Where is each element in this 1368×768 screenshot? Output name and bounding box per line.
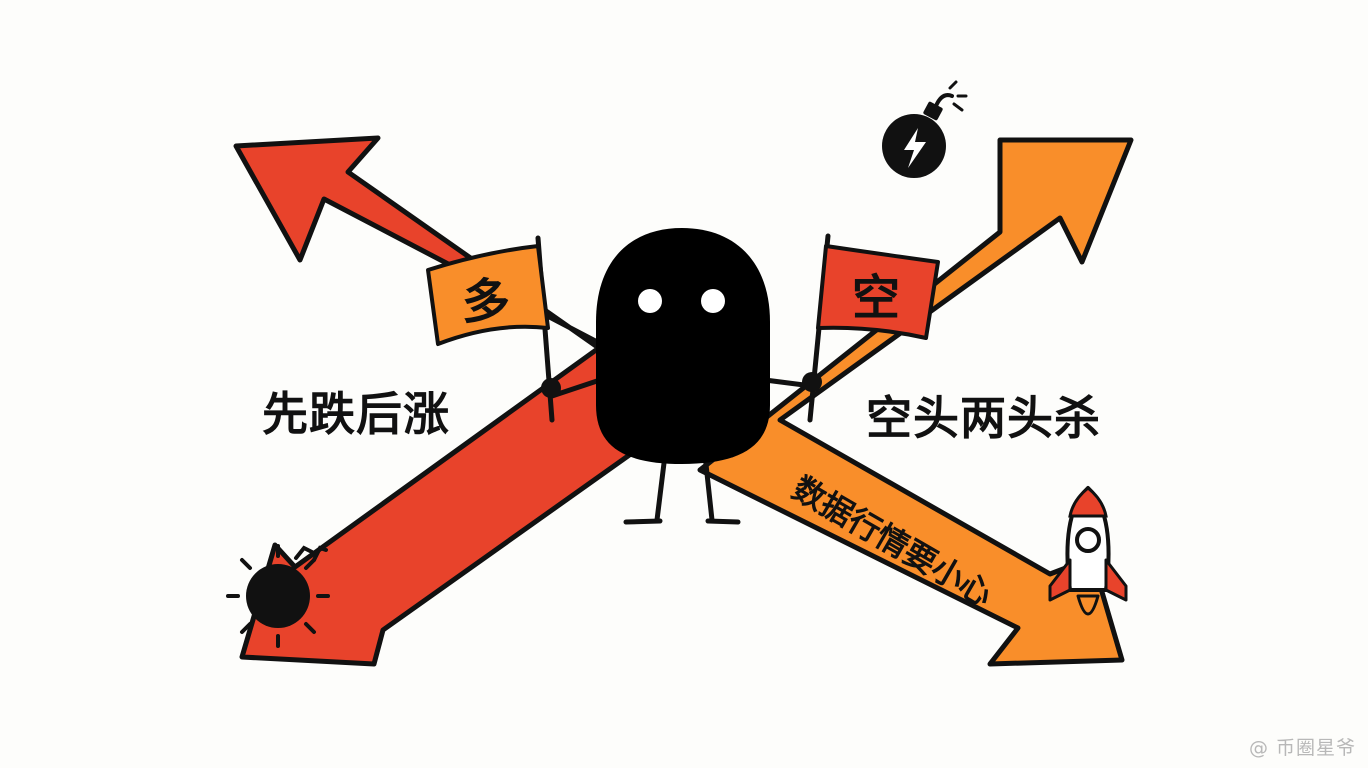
virus-icon bbox=[226, 544, 330, 648]
right-flag: 空 bbox=[807, 233, 940, 423]
bomb-icon bbox=[882, 80, 968, 178]
left-flag: 多 bbox=[426, 235, 555, 423]
left-flag-char: 多 bbox=[462, 274, 510, 330]
mascot-left-eye bbox=[638, 289, 662, 313]
rocket-icon bbox=[1048, 486, 1128, 616]
left-outcome-label: 先跌后涨 bbox=[262, 387, 450, 441]
mascot-right-eye bbox=[701, 289, 725, 313]
watermark: @ 币圈星爷 bbox=[1248, 737, 1356, 759]
mascot-character bbox=[541, 228, 822, 525]
red-diagonal-arrow bbox=[233, 135, 693, 667]
right-flag-char: 空 bbox=[852, 270, 900, 326]
right-outcome-label: 空头两头杀 bbox=[866, 391, 1101, 445]
